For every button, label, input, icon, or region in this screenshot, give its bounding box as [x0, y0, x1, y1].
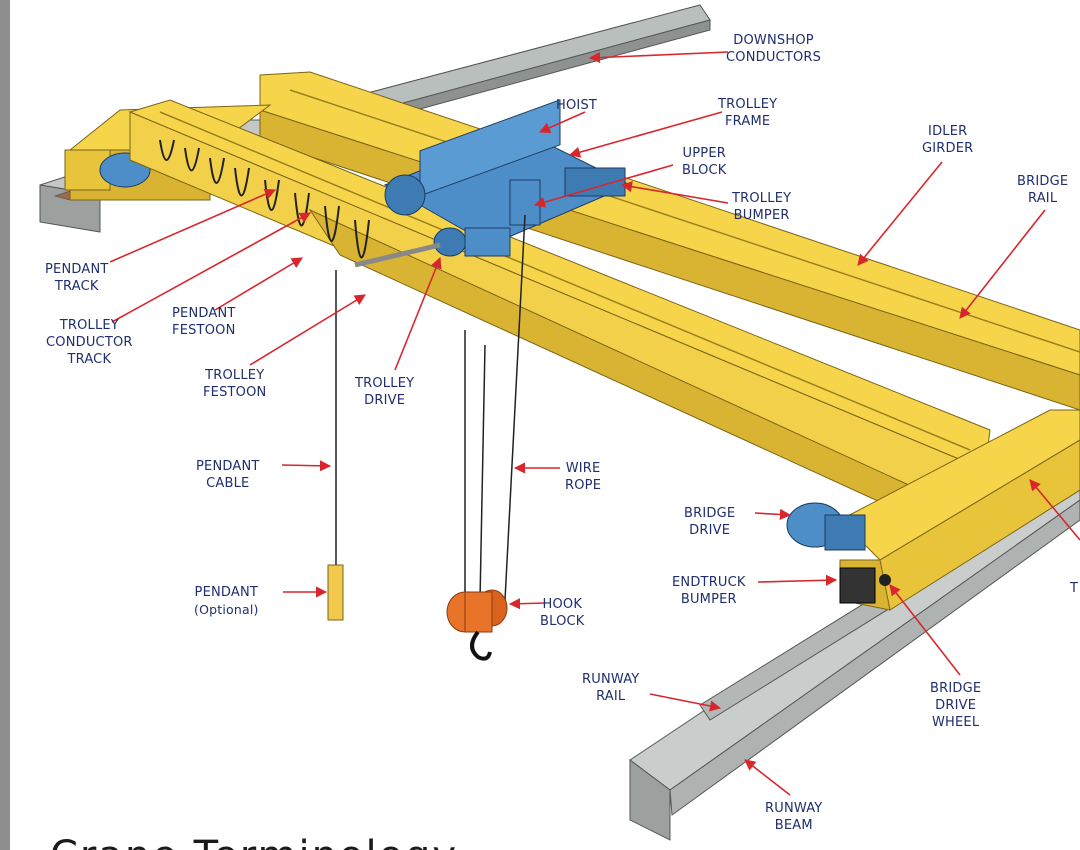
- downshop-conductor-beam: [359, 4, 711, 123]
- bridge-drive-motor[interactable]: [786, 502, 891, 586]
- crane-illustration: [39, 4, 1080, 841]
- label-pendant-optional: PENDANT(Optional): [194, 585, 259, 617]
- label-hoist: HOIST: [556, 98, 598, 113]
- callout-arrows: [109, 51, 1080, 796]
- festoon-loops: [159, 139, 370, 259]
- hook-assembly[interactable]: [446, 214, 526, 661]
- pendant-arm: [354, 242, 441, 268]
- label-cut-off-right: T: [1070, 581, 1079, 596]
- trolley[interactable]: [383, 99, 632, 257]
- caption-text: Crane Terminology: [50, 826, 458, 850]
- pendant-assembly[interactable]: [327, 270, 344, 621]
- main-girder[interactable]: [128, 99, 991, 551]
